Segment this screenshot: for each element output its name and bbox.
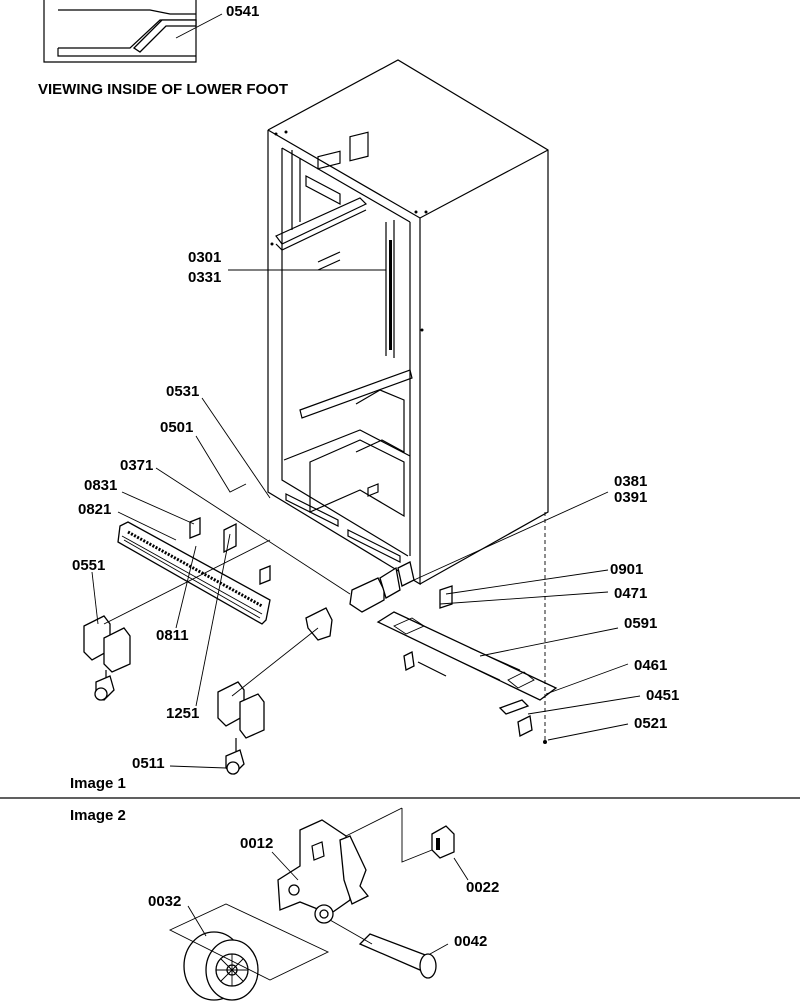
front-left-leg: [83, 615, 131, 701]
inset-caption: VIEWING INSIDE OF LOWER FOOT: [38, 81, 288, 98]
callout-0501: 0501: [160, 419, 193, 436]
callout-0511: 0511: [132, 755, 165, 772]
callout-0461: 0461: [634, 657, 667, 674]
callout-0012: 0012: [240, 835, 273, 852]
callout-0471: 0471: [614, 585, 647, 602]
image2-caption: Image 2: [70, 807, 126, 824]
callout-0531: 0531: [166, 383, 199, 400]
toe-grille-assembly: [117, 517, 453, 641]
callout-0301: 0301: [188, 249, 221, 266]
image1-caption: Image 1: [70, 775, 126, 792]
callout-0541: 0541: [226, 3, 259, 20]
callout-0821: 0821: [78, 501, 111, 518]
callout-0022: 0022: [466, 879, 499, 896]
leader-lines-image1: [91, 269, 641, 769]
callout-0391: 0391: [614, 489, 647, 506]
bottom-rail: [376, 512, 558, 744]
caster-detail: Image 2 0012 0022 0032 0042: [70, 807, 499, 1001]
callout-0521: 0521: [634, 715, 667, 732]
callout-0451: 0451: [646, 687, 679, 704]
callout-0042: 0042: [454, 933, 487, 950]
callouts-image1: 0301 0331 0531 0501 0371 0831 0821 0551 …: [70, 249, 679, 792]
callout-0901: 0901: [610, 561, 643, 578]
front-right-leg: [217, 681, 265, 775]
callout-0811: 0811: [156, 627, 189, 644]
callout-0831: 0831: [84, 477, 117, 494]
callout-0331: 0331: [188, 269, 221, 286]
callout-0551: 0551: [72, 557, 105, 574]
callout-0371: 0371: [120, 457, 153, 474]
callout-0032: 0032: [148, 893, 181, 910]
inset-lower-foot: 0541 VIEWING INSIDE OF LOWER FOOT: [38, 0, 288, 98]
callout-1251: 1251: [166, 705, 199, 722]
callout-0591: 0591: [624, 615, 657, 632]
refrigerator-cabinet: [267, 59, 549, 586]
callout-0381: 0381: [614, 473, 647, 490]
